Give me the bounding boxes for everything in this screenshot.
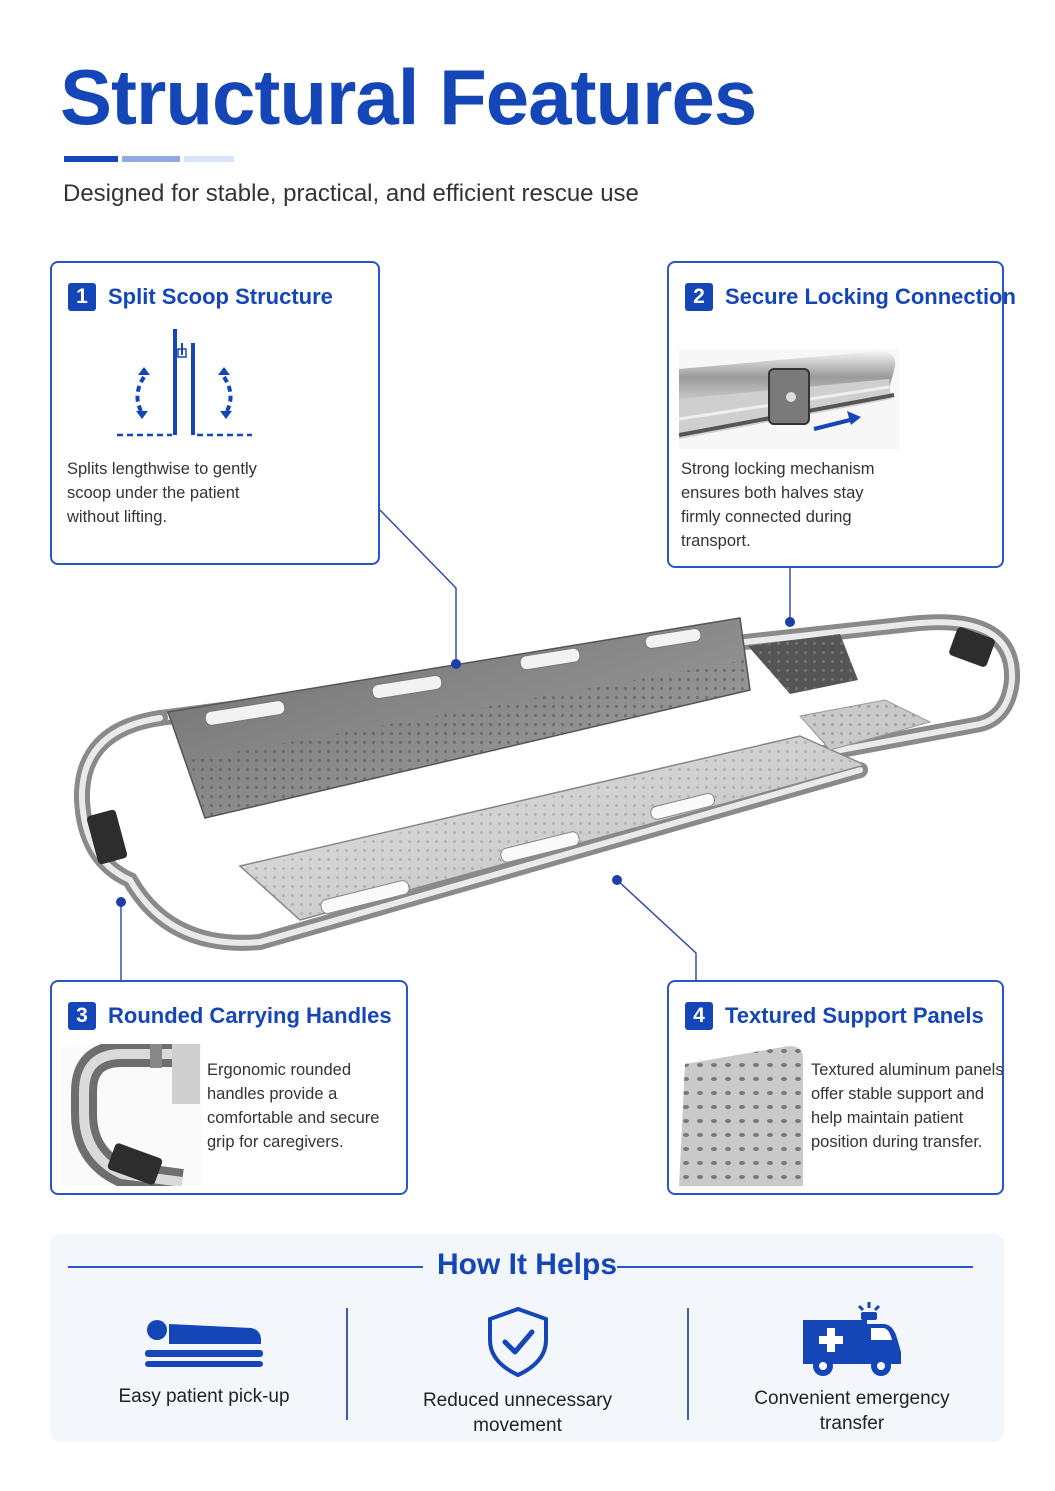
feature-description: Ergonomic rounded handles provide a comf… — [207, 1061, 380, 1151]
ambulance-icon — [803, 1302, 901, 1376]
benefit-pickup: Easy patient pick-up — [70, 1314, 338, 1409]
benefit-reduced-movement: Reduced unnecessary movement — [390, 1306, 645, 1438]
feature-description: Splits lengthwise to gently scoop under … — [67, 460, 257, 526]
feature-description: Textured aluminum panels offer stable su… — [811, 1061, 1004, 1151]
lying-patient-icon — [145, 1320, 263, 1367]
feature-title: Secure Locking Connection — [725, 284, 1016, 309]
how-it-helps-section: How It Helps Easy patient pick-up Reduce… — [50, 1234, 1004, 1442]
benefit-emergency-transfer: Convenient emergency transfer — [722, 1298, 982, 1436]
section-title: How It Helps — [436, 1248, 617, 1281]
textured-panel-image — [679, 1046, 803, 1186]
benefit-label: Convenient emergency transfer — [754, 1388, 950, 1434]
page-title: Structural Features — [60, 53, 757, 141]
benefit-label: Reduced unnecessary movement — [422, 1390, 613, 1436]
title-underline — [64, 156, 234, 162]
locking-mechanism-image — [679, 349, 899, 449]
split-scoop-icon — [117, 329, 252, 437]
feature-number: 1 — [68, 283, 96, 311]
shield-check-icon — [487, 1306, 548, 1378]
feature-title: Split Scoop Structure — [108, 284, 333, 309]
feature-title: Textured Support Panels — [725, 1003, 984, 1028]
carrying-handle-image — [62, 1044, 202, 1186]
benefit-label: Easy patient pick-up — [118, 1386, 290, 1407]
feature-number: 3 — [68, 1002, 96, 1030]
feature-card-locking: 2 Secure Locking Connection Strong locki… — [667, 261, 1016, 568]
feature-number: 2 — [685, 283, 713, 311]
feature-card-split-scoop: 1 Split Scoop Structure Splits lengthwis… — [50, 261, 380, 565]
feature-card-handles: 3 Rounded Carrying Handles Ergonomic rou… — [50, 980, 408, 1195]
page-subtitle: Designed for stable, practical, and effi… — [63, 180, 639, 207]
feature-description: Strong locking mechanism ensures both ha… — [681, 460, 875, 550]
feature-number: 4 — [685, 1002, 713, 1030]
feature-card-textured-panels: 4 Textured Support Panels Textured alumi… — [667, 980, 1004, 1195]
feature-title: Rounded Carrying Handles — [108, 1003, 392, 1028]
